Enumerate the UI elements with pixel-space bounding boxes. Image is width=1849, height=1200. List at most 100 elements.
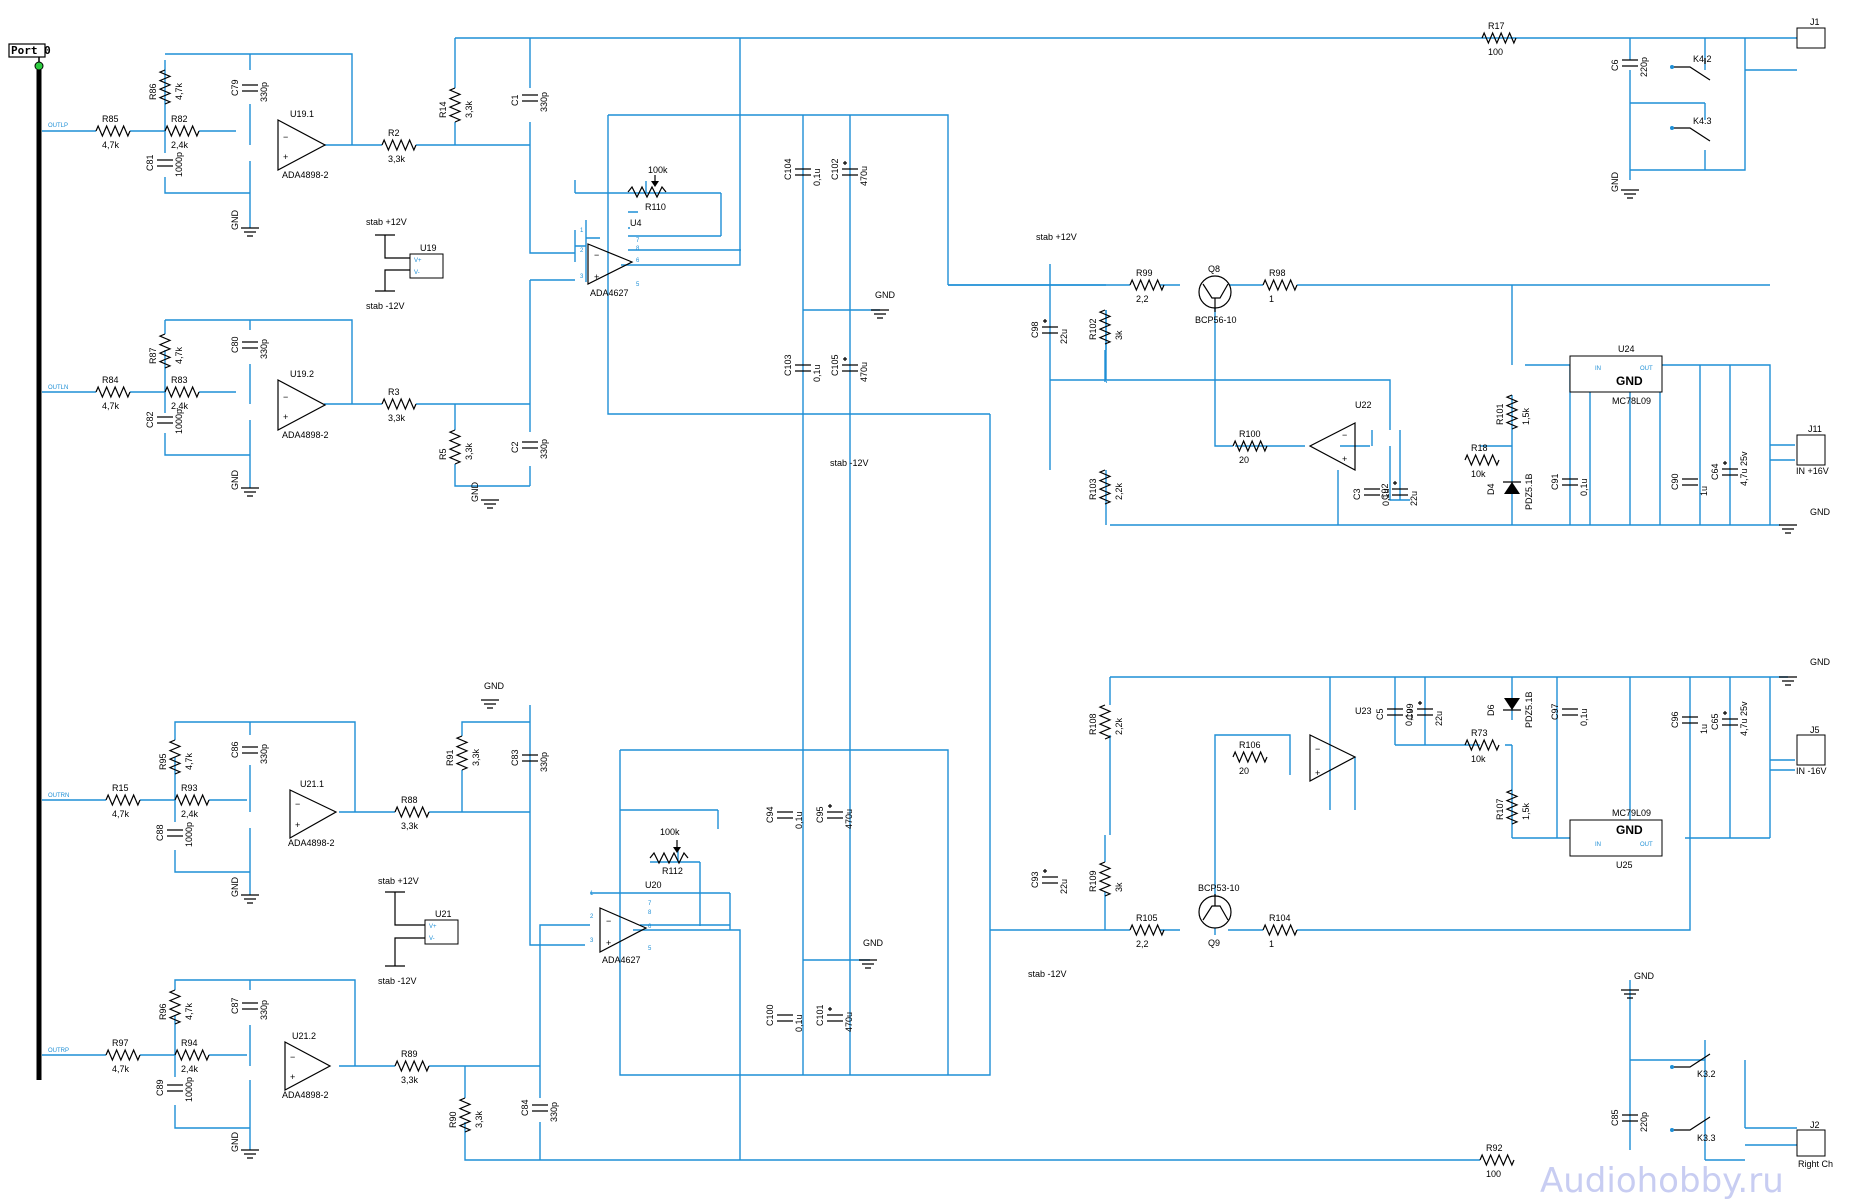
svg-text:ADA4627: ADA4627 [590,288,629,298]
resistor-r2[interactable]: R23,3k [381,128,417,164]
zener-d6[interactable]: D6 PDZ5.1B [1486,691,1534,728]
opamp-u19-2[interactable]: −+ U19.2 ADA4898-2 [277,369,329,440]
resistor-r3[interactable]: R33,3k [381,387,417,423]
transistor-q9[interactable]: BCP53-10 Q9 [1198,883,1240,948]
opamp-u23[interactable]: −+ U23 [1309,706,1372,782]
relay-k4-2[interactable]: K4.2 [1670,54,1712,81]
supply-u21[interactable]: U21 V+ V- stab +12V stab -12V [378,876,459,986]
potentiometer-r112[interactable]: 100k R112 [649,827,689,876]
opamp-u21-1[interactable]: −+ U21.1 ADA4898-2 [288,779,338,848]
svg-text:PDZ5.1B: PDZ5.1B [1524,473,1534,510]
regulator-u25[interactable]: MC79L09 GND IN OUT U25 [1569,808,1663,870]
connector-j11[interactable]: J11 IN +16V GND [1796,424,1831,517]
connector-j1[interactable]: J1 [1796,17,1826,49]
opamp-u21-2[interactable]: −+ U21.2 ADA4898-2 [282,1031,332,1100]
connector-j5[interactable]: J5 IN -16V GND [1796,657,1831,776]
value-label: 470u [859,362,869,382]
relay-k3-2[interactable]: K3.2 [1670,1053,1716,1079]
opamp-u19-1[interactable]: −+ U19.1 ADA4898-2 [277,109,329,180]
supply-u19[interactable]: U19 V+ V- stab +12V stab -12V [366,217,444,311]
relay-k4-3[interactable]: K4.3 [1670,116,1712,142]
opamp-u22[interactable]: −+ U22 [1308,400,1372,471]
regulator-u24[interactable]: U24 IN OUT GND MC78L09 [1569,344,1663,406]
port-0[interactable]: Port 0 [8,43,51,1080]
transistor-q8[interactable]: Q8 BCP56-10 [1195,264,1237,325]
connector-j2[interactable]: J2 Right Ch [1796,1120,1833,1169]
relay-k3-3[interactable]: K3.3 [1670,1116,1716,1143]
zener-d4[interactable]: D4 PDZ5.1B [1486,473,1534,510]
potentiometer-r110[interactable]: 100k R110 [627,165,668,212]
